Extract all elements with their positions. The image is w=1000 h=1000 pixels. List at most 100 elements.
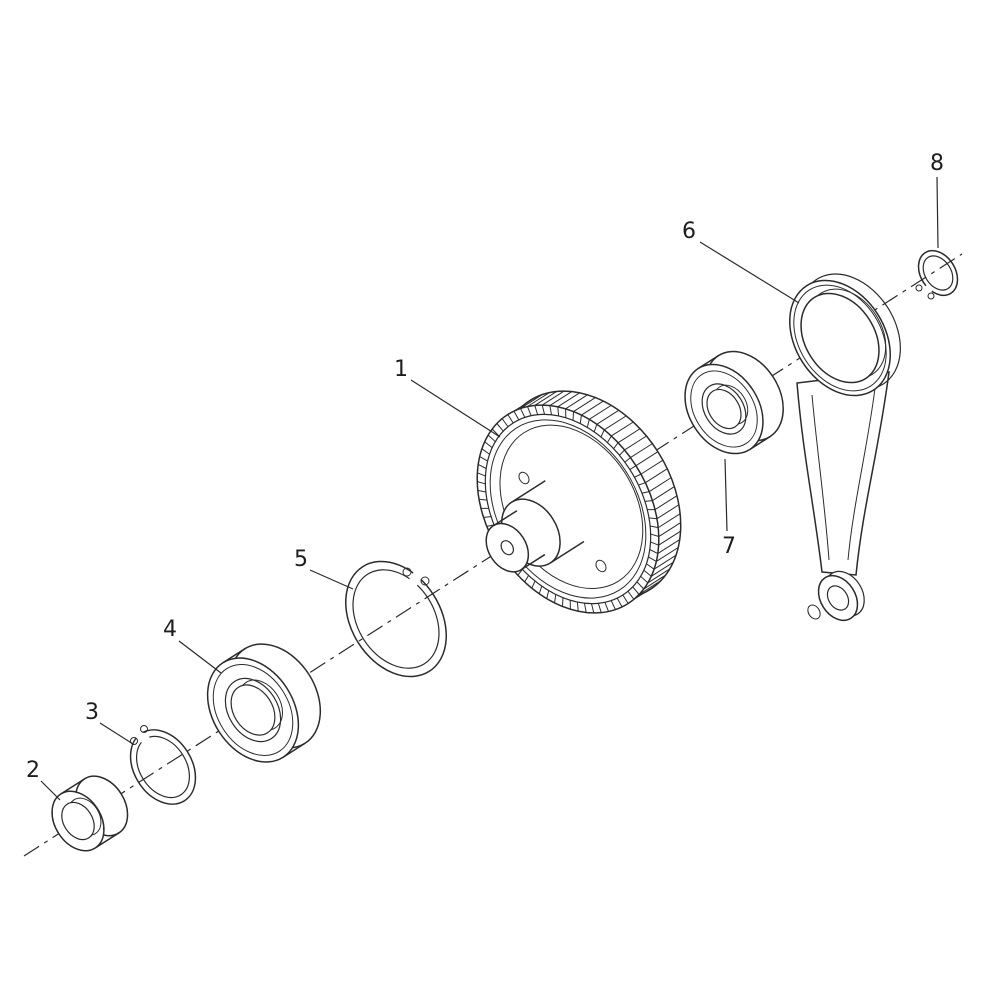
gear-tooth-line bbox=[588, 404, 612, 420]
gear-tooth-line bbox=[569, 600, 571, 610]
rod-shank-contour-right bbox=[847, 387, 876, 561]
gear-tooth-line bbox=[487, 434, 496, 443]
part-label-1: 1 bbox=[394, 357, 408, 382]
gear-tooth-line bbox=[643, 574, 666, 590]
gear-tooth-line bbox=[654, 495, 678, 511]
gear-web-hole bbox=[518, 471, 530, 485]
gear-tooth-line bbox=[576, 602, 579, 612]
gear-tooth-line bbox=[491, 428, 500, 437]
gear-tooth-line bbox=[565, 408, 567, 418]
part-2-bushing bbox=[51, 775, 129, 852]
gear-tooth-line bbox=[613, 442, 619, 449]
part-6-connecting-rod bbox=[789, 273, 901, 622]
gear-tooth-line bbox=[643, 569, 652, 577]
leader-line-1 bbox=[410, 379, 501, 438]
part-label-5: 5 bbox=[294, 547, 308, 572]
gear-tooth-line bbox=[635, 451, 659, 467]
gear-tooth-line bbox=[603, 415, 627, 431]
gear-tooth-line bbox=[622, 594, 629, 604]
gear-tooth-line bbox=[641, 491, 650, 494]
gear-tooth-line bbox=[579, 414, 582, 424]
part-8-retaining-ring bbox=[915, 249, 959, 302]
gear-tooth-line bbox=[513, 410, 520, 421]
leader-line-2 bbox=[40, 780, 61, 801]
shaft-end-face bbox=[485, 522, 530, 573]
gear-tooth-line bbox=[647, 509, 656, 511]
bearing4-outer-race-edge bbox=[212, 664, 294, 756]
gear-tooth-line bbox=[624, 457, 631, 463]
leader-line-4 bbox=[178, 640, 222, 674]
gear-tooth-line bbox=[484, 441, 493, 449]
gear-tooth-line bbox=[649, 477, 672, 493]
gear-tooth-line bbox=[597, 603, 602, 613]
gear-tooth-line bbox=[646, 563, 655, 570]
gear-tooth-line bbox=[634, 473, 642, 478]
gear-tooth-line bbox=[650, 533, 659, 537]
gear-tooth-line bbox=[549, 391, 573, 406]
gear-tooth-line bbox=[651, 561, 674, 577]
gear-tooth-line bbox=[648, 556, 657, 562]
gear-tooth-line bbox=[541, 390, 565, 406]
part-label-4: 4 bbox=[163, 617, 177, 642]
gear-web-hole bbox=[595, 559, 607, 573]
gear-tooth-line bbox=[627, 590, 635, 600]
gear-teeth-front bbox=[477, 404, 659, 614]
gear-tooth-line bbox=[477, 472, 486, 477]
gear-tooth-line bbox=[645, 468, 668, 484]
gear-tooth-line bbox=[607, 435, 612, 443]
gear-tooth-line bbox=[501, 418, 509, 428]
gear-tooth-line bbox=[486, 524, 495, 527]
gear-tooth-line bbox=[573, 397, 596, 412]
gear-tooth-line bbox=[658, 530, 681, 546]
gear-tooth-line bbox=[517, 569, 523, 576]
ring8-gap bbox=[916, 283, 935, 302]
gear-tooth-line bbox=[640, 459, 664, 475]
gear-tooth-line bbox=[624, 435, 647, 451]
part-label-3: 3 bbox=[85, 700, 99, 725]
gear-tooth-line bbox=[644, 500, 653, 502]
leader-lines bbox=[40, 176, 939, 801]
gear-tooth-line bbox=[483, 516, 492, 518]
gear-tooth-line bbox=[520, 394, 543, 409]
gear-tooth-line bbox=[549, 405, 553, 415]
gear-tooth-line bbox=[480, 507, 489, 509]
ring5-outer bbox=[345, 560, 447, 678]
rod-shank-contour-left bbox=[811, 394, 830, 561]
rod-small-eye-bore bbox=[826, 585, 850, 611]
gear-tooth-line bbox=[629, 465, 637, 470]
part-5-retaining-ring bbox=[345, 560, 447, 678]
rod-big-eye-bore bbox=[800, 292, 880, 384]
gear-tooth-line bbox=[520, 408, 526, 418]
ring3-gap bbox=[125, 722, 151, 746]
part-label-6: 6 bbox=[682, 219, 696, 244]
leader-line-3 bbox=[99, 722, 134, 745]
gear-tooth-line bbox=[581, 400, 604, 416]
rod-shank bbox=[796, 371, 890, 576]
gear-tooth-line bbox=[496, 423, 504, 432]
gear-tooth-line bbox=[557, 406, 560, 416]
gear-tooth-line bbox=[638, 482, 646, 486]
gear-tooth-line bbox=[557, 392, 580, 408]
leader-line-5 bbox=[309, 569, 354, 590]
ring5-inner bbox=[352, 569, 440, 669]
leader-line-8 bbox=[936, 176, 939, 249]
ring8-lug-hole bbox=[915, 284, 923, 292]
gear-tooth-line bbox=[586, 419, 590, 428]
gear-tooth-line bbox=[531, 580, 536, 589]
gear-tooth-line bbox=[572, 411, 575, 421]
ring5-lug-hole bbox=[420, 576, 430, 586]
bearing7-outer-race-edge bbox=[690, 370, 758, 448]
shaft-center-hole bbox=[500, 540, 515, 556]
part-4-bearing bbox=[206, 643, 322, 763]
bearing7-bore bbox=[706, 388, 742, 430]
rod-big-eye-chamfer bbox=[793, 284, 887, 392]
part-label-7: 7 bbox=[722, 534, 736, 559]
bearing4-bore bbox=[230, 684, 276, 736]
gear-tooth-line bbox=[478, 498, 488, 501]
gear-tooth-line bbox=[611, 421, 634, 437]
gear-tooth-line bbox=[649, 549, 659, 554]
gear-tooth-line bbox=[554, 594, 557, 604]
gear-tooth-line bbox=[657, 539, 680, 554]
gear-tooth-line bbox=[619, 449, 625, 456]
gear-tooth-line bbox=[617, 428, 641, 444]
